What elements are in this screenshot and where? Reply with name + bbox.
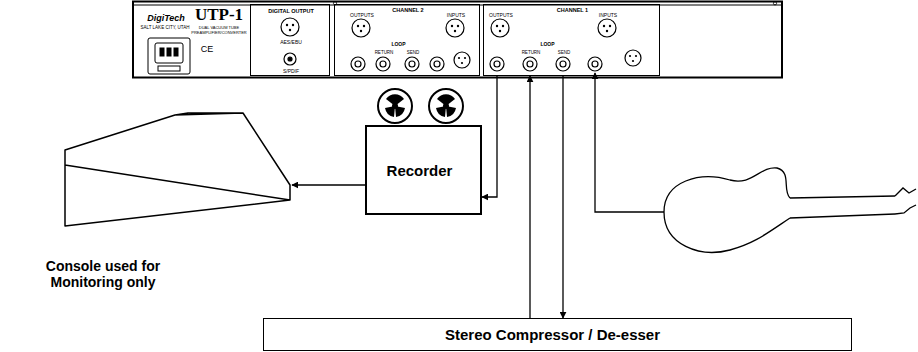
equipment-unit: DigiTechUTP-1SALT LAKE CITY, UTAHDUAL VA… xyxy=(133,2,782,78)
power-inlet xyxy=(148,38,190,74)
electric-guitar xyxy=(664,168,916,252)
xlr-pins xyxy=(286,24,637,64)
product-subtitle: DUAL VACUUM TUBE PREAMPLIFIER/CONVERTER xyxy=(191,26,247,35)
section-heading: DIGITAL OUTPUT xyxy=(251,8,331,14)
connector-label: SEND xyxy=(550,50,578,55)
ce-mark: CE xyxy=(196,44,218,54)
connector-label: LOOP xyxy=(381,42,416,48)
console-device: Console used for Monitoring only xyxy=(28,108,292,298)
signal-connector xyxy=(482,76,497,197)
connector-label: AES/EBU xyxy=(271,40,311,46)
signal-connector xyxy=(562,76,563,318)
brand-logo: DigiTech xyxy=(142,13,190,23)
connector-label: LOOP xyxy=(530,42,565,48)
reel-hub xyxy=(385,94,456,117)
connector-label: INPUTS xyxy=(586,13,630,19)
recorder-box: Recorder xyxy=(365,125,482,215)
rear-panel xyxy=(133,2,782,78)
connector-label: RETURN xyxy=(517,50,545,55)
device-label: Recorder xyxy=(367,162,472,179)
connector-label: OUTPUTS xyxy=(340,13,384,19)
signal-connector xyxy=(292,184,365,185)
digital-output-section: DIGITAL OUTPUT AES/EBU S/PDIF xyxy=(250,4,330,76)
guitar-cable xyxy=(595,73,664,212)
tape-reel xyxy=(378,89,463,123)
channel-section: CHANNEL 1OUTPUTSLOOPRETURNSENDINPUTS xyxy=(483,4,660,76)
connector-label: INPUTS xyxy=(434,13,478,19)
device-label: Console used for Monitoring only xyxy=(28,258,178,290)
connector-label: OUTPUTS xyxy=(479,13,523,19)
compressor-box: Stereo Compressor / De-esser xyxy=(263,318,852,351)
connector-label: S/PDIF xyxy=(271,69,311,75)
connector-label: SEND xyxy=(399,50,427,55)
xlr-connector xyxy=(281,18,641,68)
location-text: SALT LAKE CITY, UTAH xyxy=(140,25,190,30)
rca-connector xyxy=(284,53,296,65)
channel-section: CHANNEL 2OUTPUTSLOOPRETURNSENDINPUTS xyxy=(334,4,480,76)
connector-label: RETURN xyxy=(370,50,398,55)
signal-connector xyxy=(529,76,530,318)
console-outline xyxy=(65,113,290,226)
phone-jack xyxy=(351,57,602,71)
model-name: UTP-1 xyxy=(190,5,248,25)
device-label: Stereo Compressor / De-esser xyxy=(264,326,841,343)
